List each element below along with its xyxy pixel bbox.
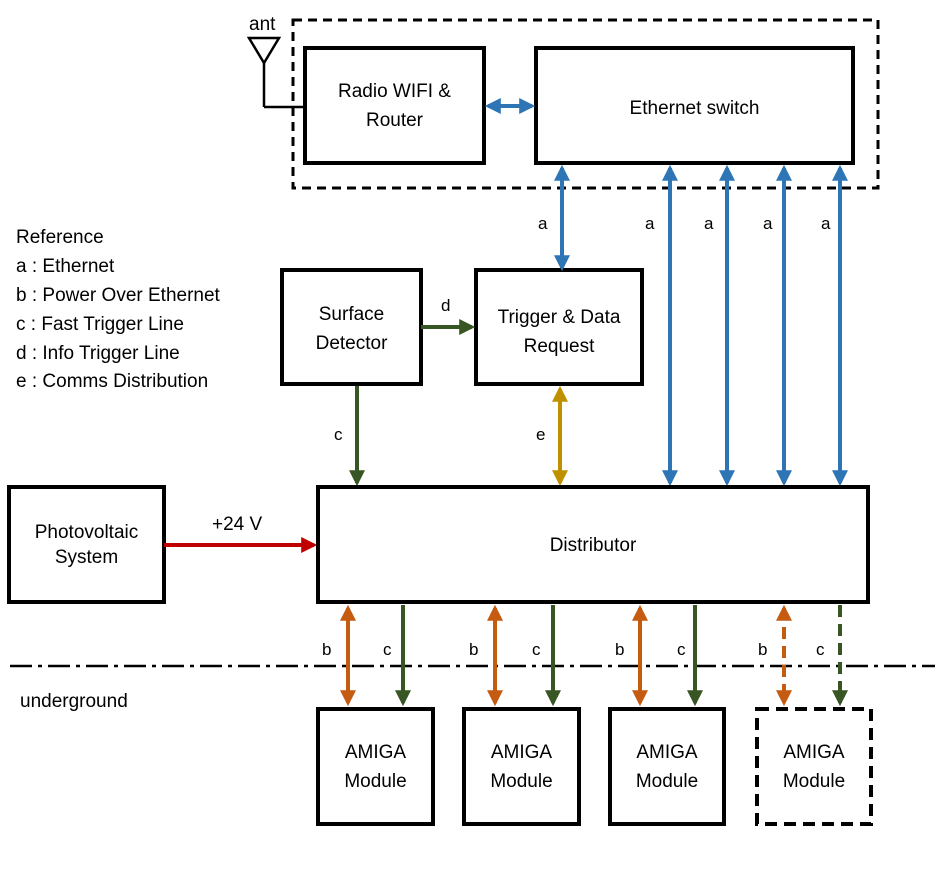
legend-item-b: b : Power Over Ethernet bbox=[16, 285, 221, 306]
surface-detector-label-2: Detector bbox=[316, 333, 388, 354]
amiga-module-1: AMIGA Module bbox=[316, 707, 435, 826]
amiga-module-2-label-1: AMIGA bbox=[491, 742, 553, 763]
legend-item-e: e : Comms Distribution bbox=[16, 371, 208, 392]
distributor-label: Distributor bbox=[550, 535, 637, 556]
surface-detector-box: Surface Detector bbox=[280, 268, 423, 386]
link-label-a-trigger: a bbox=[538, 214, 548, 233]
photovoltaic-label-2: System bbox=[55, 547, 118, 568]
amiga-module-3-label-1: AMIGA bbox=[636, 742, 698, 763]
legend-title: Reference bbox=[16, 227, 104, 248]
photovoltaic-label-1: Photovoltaic bbox=[35, 522, 139, 543]
radio-router-box: Radio WIFI & Router bbox=[303, 46, 486, 165]
link-label-c-surface: c bbox=[334, 425, 343, 444]
trigger-request-box: Trigger & Data Request bbox=[474, 268, 644, 386]
link-label-c-1: c bbox=[383, 640, 392, 659]
legend: Reference a : Ethernet b : Power Over Et… bbox=[16, 227, 221, 392]
underground-label: underground bbox=[20, 691, 128, 712]
link-label-d: d bbox=[441, 296, 450, 315]
link-label-e: e bbox=[536, 425, 545, 444]
legend-item-c: c : Fast Trigger Line bbox=[16, 314, 184, 335]
antenna-icon bbox=[246, 36, 305, 109]
amiga-module-4-label-1: AMIGA bbox=[783, 742, 845, 763]
amiga-module-1-label-2: Module bbox=[344, 771, 406, 792]
antenna-label: ant bbox=[249, 14, 276, 35]
link-label-b-1: b bbox=[322, 640, 331, 659]
radio-router-label-2: Router bbox=[366, 110, 424, 131]
ethernet-switch-label: Ethernet switch bbox=[630, 98, 760, 119]
legend-item-a: a : Ethernet bbox=[16, 256, 115, 277]
ethernet-switch-box: Ethernet switch bbox=[534, 46, 855, 165]
amiga-module-4: AMIGA Module bbox=[755, 707, 873, 826]
voltage-label: +24 V bbox=[212, 514, 263, 535]
photovoltaic-box: Photovoltaic System bbox=[7, 485, 166, 604]
link-label-c-4: c bbox=[816, 640, 825, 659]
link-label-a-4: a bbox=[821, 214, 831, 233]
distributor-box: Distributor bbox=[316, 485, 870, 604]
link-label-b-4: b bbox=[758, 640, 767, 659]
amiga-module-3-label-2: Module bbox=[636, 771, 698, 792]
radio-router-label-1: Radio WIFI & bbox=[338, 81, 451, 102]
link-label-b-2: b bbox=[469, 640, 478, 659]
comms-enclosure bbox=[291, 18, 880, 190]
trigger-request-label-2: Request bbox=[524, 336, 595, 357]
amiga-module-1-label-1: AMIGA bbox=[345, 742, 407, 763]
link-label-a-3: a bbox=[763, 214, 773, 233]
amiga-module-3: AMIGA Module bbox=[608, 707, 726, 826]
trigger-request-label-1: Trigger & Data bbox=[498, 307, 621, 328]
amiga-module-2-label-2: Module bbox=[490, 771, 552, 792]
link-label-a-2: a bbox=[704, 214, 714, 233]
legend-item-d: d : Info Trigger Line bbox=[16, 343, 180, 364]
amiga-module-4-label-2: Module bbox=[783, 771, 845, 792]
link-label-b-3: b bbox=[615, 640, 624, 659]
link-label-c-3: c bbox=[677, 640, 686, 659]
link-label-a-1: a bbox=[645, 214, 655, 233]
surface-detector-label-1: Surface bbox=[319, 304, 384, 325]
amiga-module-2: AMIGA Module bbox=[462, 707, 581, 826]
link-label-c-2: c bbox=[532, 640, 541, 659]
